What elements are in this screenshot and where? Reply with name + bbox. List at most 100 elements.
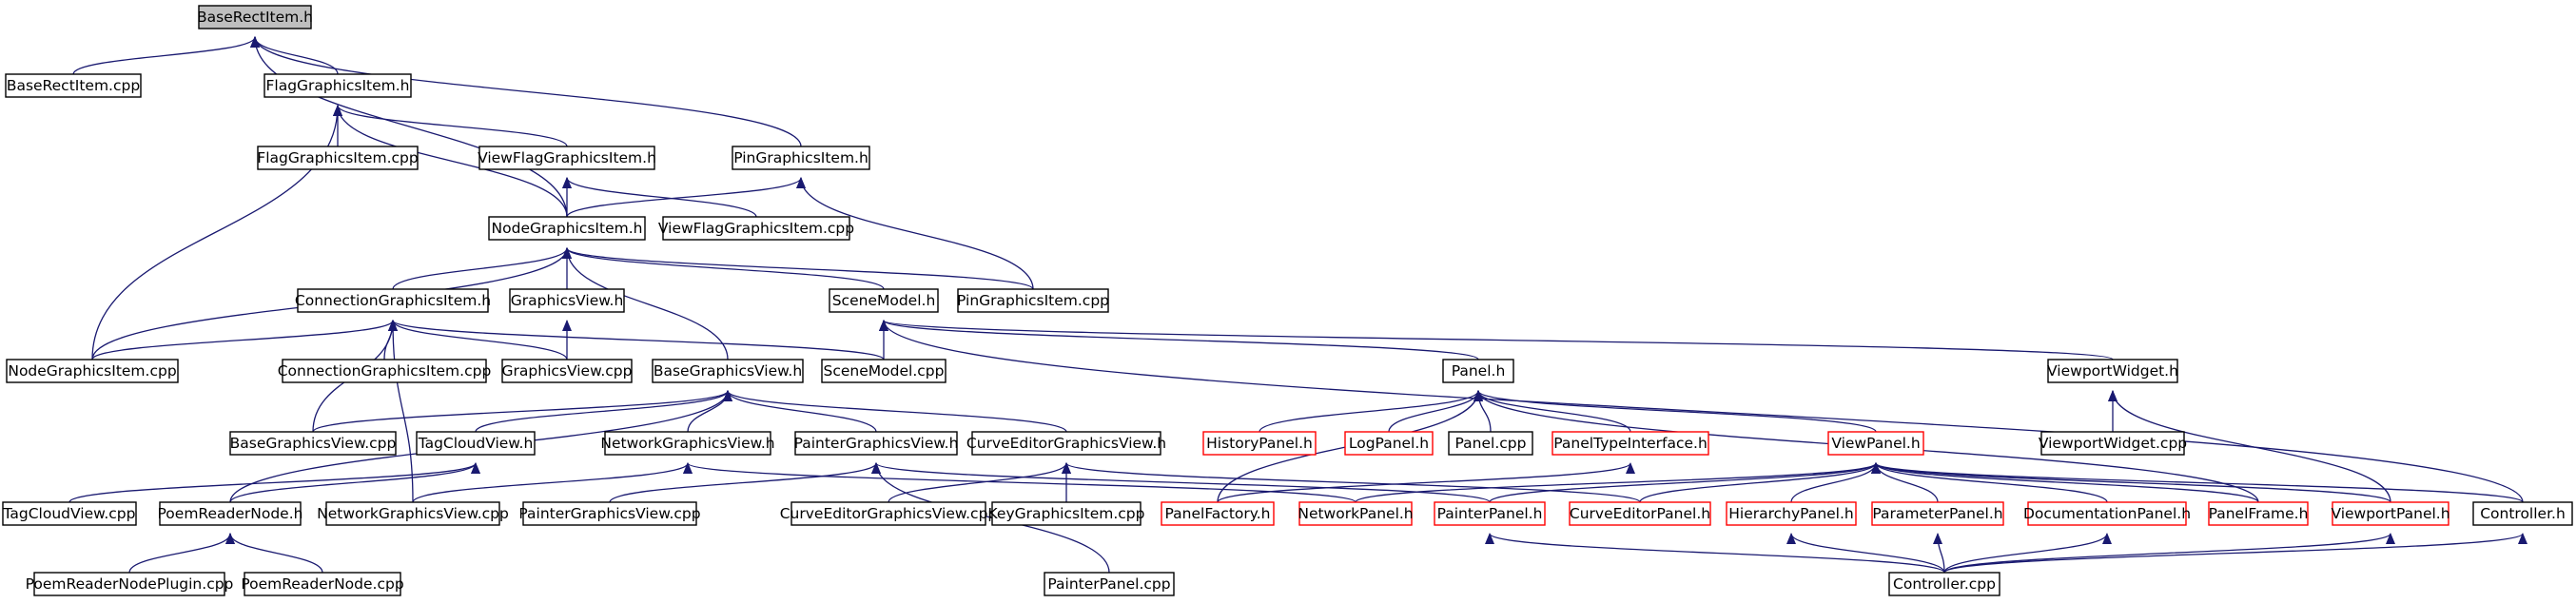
node-box[interactable]	[790, 501, 986, 526]
node-graphicsview-cpp[interactable]: GraphicsView.cpp	[501, 359, 633, 383]
node-box[interactable]	[2040, 431, 2185, 456]
node-viewpanel-h[interactable]: ViewPanel.h	[1827, 431, 1924, 456]
node-poemreadernode-h[interactable]: PoemReaderNode.h	[158, 501, 303, 526]
node-box[interactable]	[488, 216, 646, 241]
node-networkpanel-h[interactable]: NetworkPanel.h	[1298, 501, 1414, 526]
node-box[interactable]	[1202, 431, 1317, 456]
node-poemreadernode-cpp[interactable]: PoemReaderNode.cpp	[241, 572, 404, 596]
node-box[interactable]	[1726, 501, 1857, 526]
node-connectiongraphicsitem-cpp[interactable]: ConnectionGraphicsItem.cpp	[278, 359, 492, 383]
node-curveeditorgraphicsview-cpp[interactable]: CurveEditorGraphicsView.cpp	[780, 501, 998, 526]
node-viewportwidget-h[interactable]: ViewportWidget.h	[2047, 359, 2178, 383]
node-box[interactable]	[829, 288, 939, 313]
node-panel-cpp[interactable]: Panel.cpp	[1448, 431, 1533, 456]
node-box[interactable]	[732, 146, 870, 170]
node-box[interactable]	[1442, 359, 1514, 383]
node-basegraphicsview-h[interactable]: BaseGraphicsView.h	[652, 359, 804, 383]
node-scenemodel-cpp[interactable]: SceneModel.cpp	[821, 359, 946, 383]
node-viewflaggraphicsitem-cpp[interactable]: ViewFlagGraphicsItem.cpp	[658, 216, 854, 241]
node-box[interactable]	[652, 359, 804, 383]
node-box[interactable]	[1298, 501, 1413, 526]
node-box[interactable]	[244, 572, 401, 596]
node-nodegraphicsitem-h[interactable]: NodeGraphicsItem.h	[488, 216, 646, 241]
node-controller-h[interactable]: Controller.h	[2472, 501, 2573, 526]
node-box[interactable]	[6, 359, 179, 383]
node-box[interactable]	[2472, 501, 2573, 526]
node-nodegraphicsitem-cpp[interactable]: NodeGraphicsItem.cpp	[6, 359, 179, 383]
node-box[interactable]	[2208, 501, 2309, 526]
node-box[interactable]	[159, 501, 302, 526]
node-box[interactable]	[1044, 572, 1175, 596]
node-viewflaggraphicsitem-h[interactable]: ViewFlagGraphicsItem.h	[478, 146, 656, 170]
node-box[interactable]	[198, 5, 312, 29]
node-painterpanel-cpp[interactable]: PainterPanel.cpp	[1044, 572, 1175, 596]
node-flaggraphicsitem-h[interactable]: FlagGraphicsItem.h	[263, 73, 412, 98]
node-pingraphicsitem-h[interactable]: PinGraphicsItem.h	[732, 146, 870, 170]
node-viewportpanel-h[interactable]: ViewportPanel.h	[2331, 501, 2450, 526]
node-box[interactable]	[971, 431, 1161, 456]
node-paintergraphicsview-h[interactable]: PainterGraphicsView.h	[794, 431, 959, 456]
node-logpanel-h[interactable]: LogPanel.h	[1344, 431, 1434, 456]
node-curveeditorpanel-h[interactable]: CurveEditorPanel.h	[1569, 501, 1711, 526]
node-graphicsview-h[interactable]: GraphicsView.h	[509, 288, 625, 313]
node-box[interactable]	[2332, 501, 2449, 526]
node-box[interactable]	[662, 216, 850, 241]
node-keygraphicsitem-cpp[interactable]: KeyGraphicsItem.cpp	[988, 501, 1145, 526]
node-box[interactable]	[257, 146, 419, 170]
node-box[interactable]	[478, 146, 655, 170]
node-basegraphicsview-cpp[interactable]: BaseGraphicsView.cpp	[229, 431, 397, 456]
node-box[interactable]	[991, 501, 1142, 526]
node-box[interactable]	[821, 359, 946, 383]
node-box[interactable]	[2027, 501, 2187, 526]
node-parameterpanel-h[interactable]: ParameterPanel.h	[1871, 501, 2004, 526]
node-box[interactable]	[957, 288, 1109, 313]
node-painterpanel-h[interactable]: PainterPanel.h	[1434, 501, 1546, 526]
node-box[interactable]	[1344, 431, 1434, 456]
node-connectiongraphicsitem-h[interactable]: ConnectionGraphicsItem.h	[295, 288, 491, 313]
node-box[interactable]	[509, 288, 625, 313]
node-box[interactable]	[282, 359, 487, 383]
node-box[interactable]	[1569, 501, 1711, 526]
node-box[interactable]	[2, 501, 137, 526]
node-box[interactable]	[794, 431, 958, 456]
node-curveeditorgraphicsview-h[interactable]: CurveEditorGraphicsView.h	[966, 431, 1166, 456]
node-viewportwidget-cpp[interactable]: ViewportWidget.cpp	[2039, 431, 2187, 456]
node-poemreadernodeplugin-cpp[interactable]: PoemReaderNodePlugin.cpp	[26, 572, 234, 596]
node-panelfactory-h[interactable]: PanelFactory.h	[1161, 501, 1275, 526]
node-box[interactable]	[325, 501, 500, 526]
node-panelframe-h[interactable]: PanelFrame.h	[2208, 501, 2309, 526]
node-flaggraphicsitem-cpp[interactable]: FlagGraphicsItem.cpp	[257, 146, 419, 170]
node-tagcloudview-cpp[interactable]: TagCloudView.cpp	[2, 501, 137, 526]
node-box[interactable]	[1551, 431, 1709, 456]
node-controller-cpp[interactable]: Controller.cpp	[1888, 572, 2000, 596]
node-box[interactable]	[501, 359, 633, 383]
node-tagcloudview-h[interactable]: TagCloudView.h	[416, 431, 536, 456]
node-box[interactable]	[5, 73, 142, 98]
node-box[interactable]	[1827, 431, 1924, 456]
node-panel-h[interactable]: Panel.h	[1442, 359, 1514, 383]
node-networkgraphicsview-cpp[interactable]: NetworkGraphicsView.cpp	[317, 501, 509, 526]
node-baserectitem-h[interactable]: BaseRectItem.h	[197, 5, 313, 29]
node-box[interactable]	[2047, 359, 2178, 383]
node-box[interactable]	[416, 431, 536, 456]
node-box[interactable]	[1434, 501, 1546, 526]
node-historypanel-h[interactable]: HistoryPanel.h	[1202, 431, 1317, 456]
node-box[interactable]	[604, 431, 771, 456]
node-box[interactable]	[522, 501, 697, 526]
node-baserectitem-cpp[interactable]: BaseRectItem.cpp	[5, 73, 142, 98]
node-box[interactable]	[1871, 501, 2004, 526]
node-box[interactable]	[1888, 572, 2000, 596]
node-paneltypeinterface-h[interactable]: PanelTypeInterface.h	[1551, 431, 1709, 456]
node-scenemodel-h[interactable]: SceneModel.h	[829, 288, 939, 313]
node-box[interactable]	[1448, 431, 1533, 456]
node-hierarchypanel-h[interactable]: HierarchyPanel.h	[1726, 501, 1857, 526]
node-documentationpanel-h[interactable]: DocumentationPanel.h	[2023, 501, 2191, 526]
node-box[interactable]	[263, 73, 412, 98]
node-pingraphicsitem-cpp[interactable]: PinGraphicsItem.cpp	[957, 288, 1109, 313]
node-box[interactable]	[297, 288, 489, 313]
node-paintergraphicsview-cpp[interactable]: PainterGraphicsView.cpp	[518, 501, 701, 526]
node-box[interactable]	[33, 572, 225, 596]
node-box[interactable]	[229, 431, 397, 456]
node-networkgraphicsview-h[interactable]: NetworkGraphicsView.h	[600, 431, 775, 456]
node-box[interactable]	[1161, 501, 1275, 526]
